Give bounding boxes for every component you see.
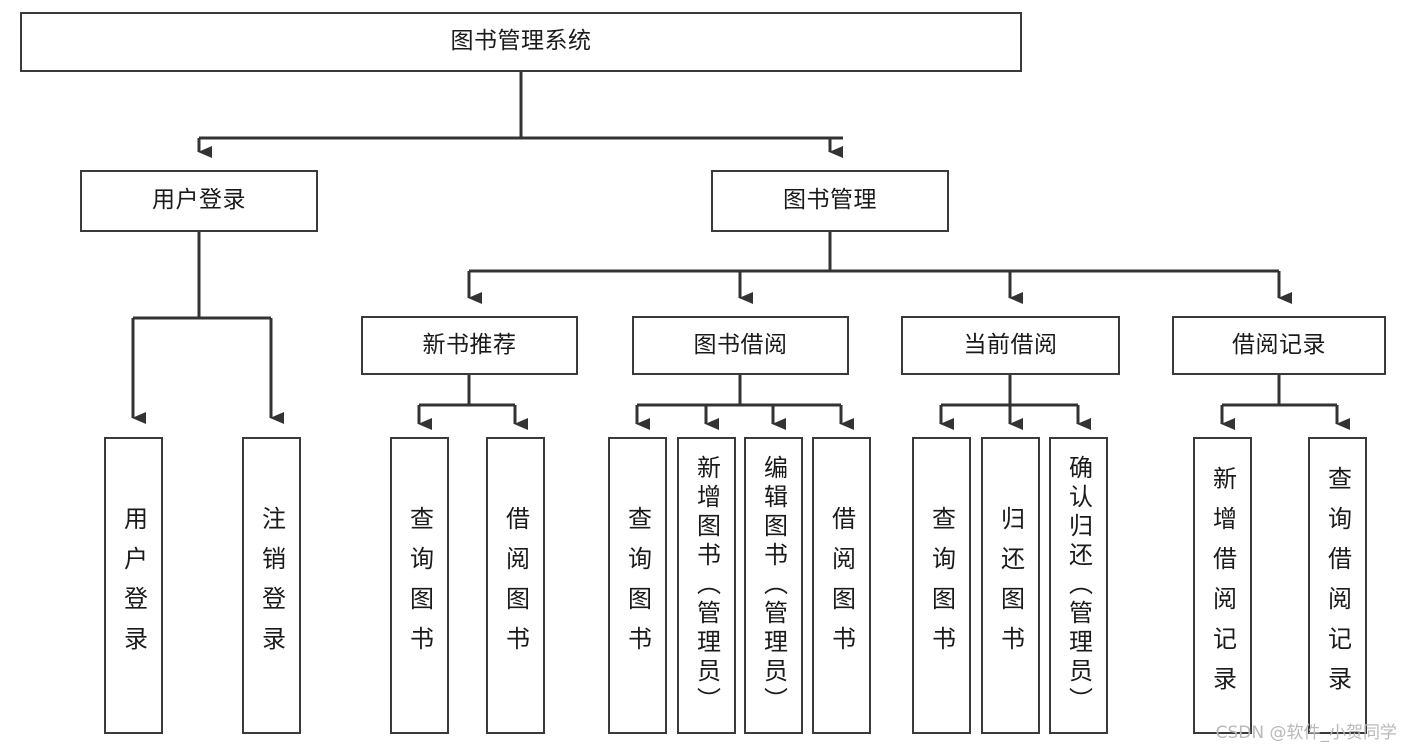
- node-label: 新增借阅记录: [1208, 465, 1237, 706]
- node-label: 用户登录: [152, 187, 246, 214]
- leaf-user-login-logout[interactable]: 注销登录: [242, 437, 301, 734]
- leaf-current-borrow-return-book[interactable]: 归还图书: [981, 437, 1040, 734]
- node-label: 用户登录: [119, 505, 148, 666]
- node-label: 编辑图书（管理员）: [759, 455, 788, 716]
- node-label: 借阅图书: [827, 505, 856, 666]
- node-label: 查询图书: [405, 505, 434, 666]
- node-label: 借阅记录: [1232, 331, 1326, 358]
- node-label: 查询借阅记录: [1323, 465, 1352, 706]
- node-label: 新书推荐: [422, 331, 517, 358]
- node-label: 图书借阅: [693, 331, 788, 358]
- leaf-book-borrow-borrow-book[interactable]: 借阅图书: [812, 437, 871, 734]
- csdn-watermark: CSDN @软件_小贺同学: [1215, 723, 1397, 743]
- leaf-current-borrow-query-book[interactable]: 查询图书: [912, 437, 971, 734]
- leaf-book-borrow-edit-book-admin[interactable]: 编辑图书（管理员）: [744, 437, 803, 734]
- node-label: 查询图书: [623, 505, 652, 666]
- leaf-new-book-borrow-book[interactable]: 借阅图书: [486, 437, 545, 734]
- node-label: 当前借阅: [963, 331, 1058, 358]
- node-new-book-recommend[interactable]: 新书推荐: [361, 316, 578, 375]
- leaf-new-book-query-book[interactable]: 查询图书: [390, 437, 449, 734]
- leaf-user-login-login[interactable]: 用户登录: [104, 437, 163, 734]
- leaf-book-borrow-query-book[interactable]: 查询图书: [608, 437, 667, 734]
- node-book-management[interactable]: 图书管理: [711, 170, 949, 232]
- node-borrow-record[interactable]: 借阅记录: [1172, 316, 1386, 375]
- node-user-login[interactable]: 用户登录: [80, 170, 318, 232]
- node-book-borrow[interactable]: 图书借阅: [632, 316, 849, 375]
- leaf-book-borrow-add-book-admin[interactable]: 新增图书（管理员）: [677, 437, 736, 734]
- node-label: 确认归还（管理员）: [1064, 455, 1093, 716]
- node-label: 图书管理系统: [450, 28, 592, 55]
- node-current-borrow[interactable]: 当前借阅: [901, 316, 1120, 375]
- node-label: 借阅图书: [501, 505, 530, 666]
- node-label: 归还图书: [996, 505, 1025, 666]
- node-label: 图书管理: [783, 187, 877, 214]
- leaf-current-borrow-confirm-return-admin[interactable]: 确认归还（管理员）: [1049, 437, 1108, 734]
- node-label: 查询图书: [927, 505, 956, 666]
- leaf-borrow-record-query-record[interactable]: 查询借阅记录: [1308, 437, 1367, 734]
- node-label: 注销登录: [257, 505, 286, 666]
- leaf-borrow-record-add-record[interactable]: 新增借阅记录: [1193, 437, 1252, 734]
- node-label: 新增图书（管理员）: [692, 455, 721, 716]
- node-root-book-management-system[interactable]: 图书管理系统: [20, 12, 1022, 72]
